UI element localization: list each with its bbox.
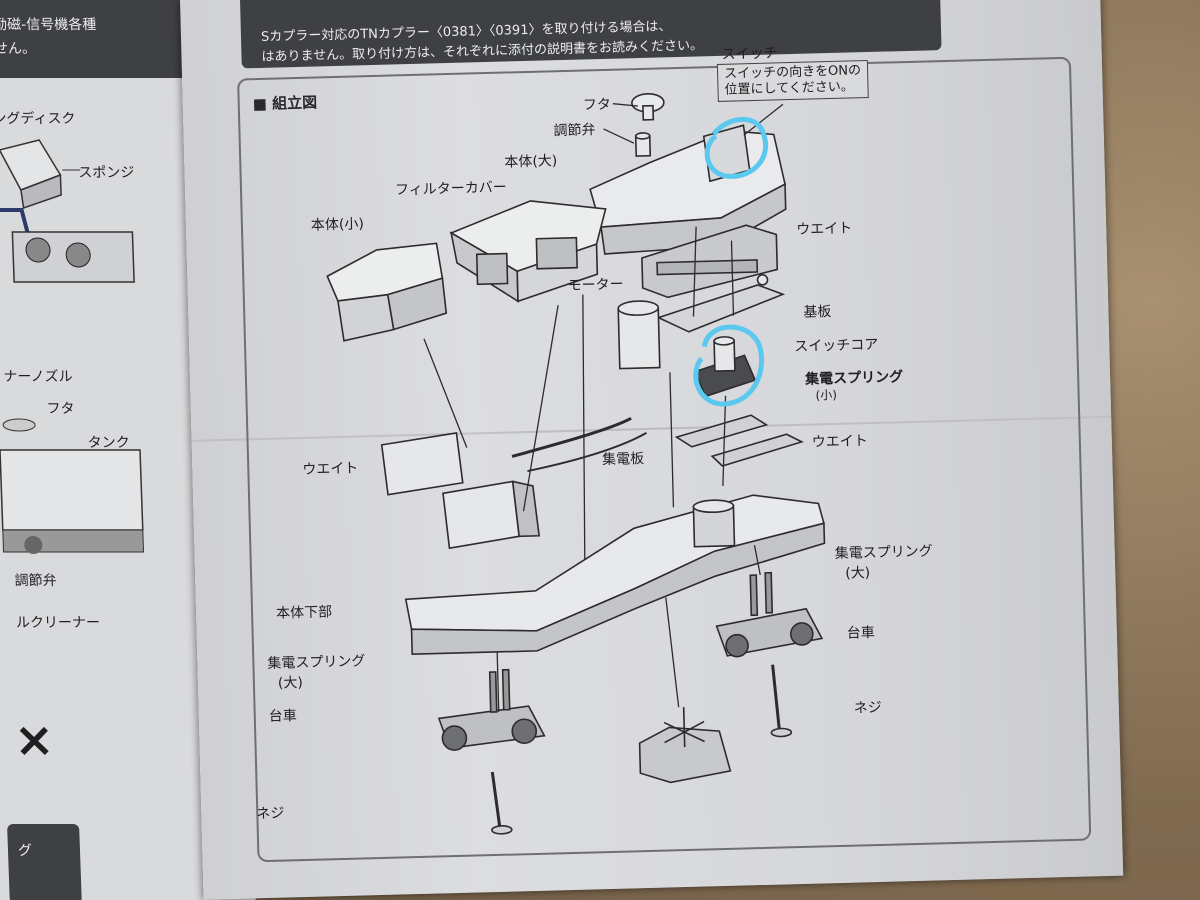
label-filter-cover: フィルターカバー (394, 179, 507, 199)
switch-note-box: スイッチの向きをONの 位置にしてください。 (716, 60, 869, 102)
highlight-switch-core (693, 324, 764, 407)
motor-part (617, 300, 661, 370)
rerail-tool-part (638, 707, 732, 784)
lid-part (631, 92, 665, 121)
highlight-switch (704, 116, 768, 179)
label-spring-large-left-size: (大) (277, 675, 304, 692)
label-body-small: 本体(小) (310, 216, 365, 234)
label-spring-small-size: (小) (815, 387, 838, 403)
weight-left-part (380, 431, 541, 550)
label-switch: スイッチ (721, 45, 778, 63)
label-board: 基板 (803, 304, 832, 321)
label-lid: フタ (582, 96, 612, 114)
weight-right-part (674, 414, 804, 467)
label-body-lower: 本体下部 (275, 604, 333, 622)
label-weight-left: ウエイト (302, 460, 359, 478)
label-valve: 調節弁 (553, 122, 596, 140)
body-small-part (326, 242, 448, 342)
label-switch-core: スイッチコア (794, 336, 879, 356)
label-spring-large-right: 集電スプリング (834, 543, 933, 563)
filter-cover-part (449, 200, 607, 303)
screw-left-part (490, 771, 513, 835)
label-spring-large-left: 集電スプリング (267, 653, 366, 672)
left-page: 励磁-信号機各種 せん。 ングディスク スポンジ ナーノズル フタ タンク 調節… (0, 0, 256, 900)
collector-plate-part (511, 417, 632, 458)
label-motor: モーター (567, 276, 624, 294)
bogie-left-part (437, 668, 546, 751)
bogie-right-part (715, 571, 824, 658)
leader-lines (423, 103, 784, 712)
body-lower-part (404, 494, 826, 655)
label-screw-right: ネジ (853, 699, 882, 717)
assembly-diagram (326, 92, 826, 835)
switch-core-part (693, 336, 757, 398)
highlight-marks (693, 116, 768, 407)
switch-note-line2: 位置にしてください。 (724, 79, 854, 98)
screw-right-part (770, 664, 793, 738)
label-spring-large-right-size: (大) (845, 565, 871, 582)
label-body-large: 本体(大) (504, 153, 558, 171)
label-bogie-left: 台車 (268, 708, 297, 725)
board-part (656, 274, 786, 333)
valve-part (634, 132, 652, 157)
label-screw-left: ネジ (256, 805, 285, 823)
label-bogie-right: 台車 (846, 625, 876, 642)
main-page: Sカプラー対応のTNカプラー〈0381〉〈0391〉を取り付ける場合は、 はあり… (180, 0, 1124, 900)
left-page-drawings (0, 139, 145, 554)
label-weight-top: ウエイト (796, 220, 853, 238)
label-weight-right: ウエイト (811, 433, 868, 451)
label-collector-plate: 集電板 (601, 451, 645, 469)
